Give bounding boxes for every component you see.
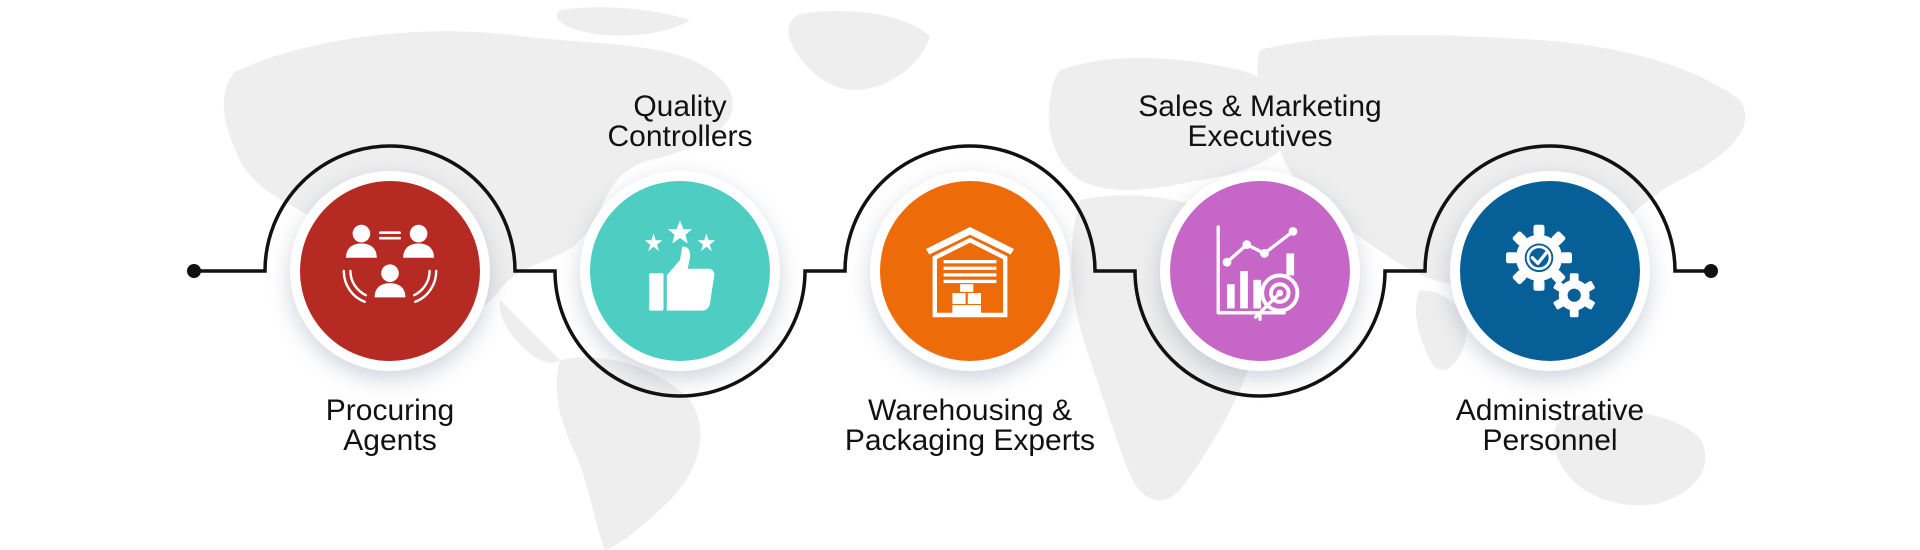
label-line: Executives: [1187, 120, 1333, 153]
stage-label-procuring-agents: Procuring Agents: [230, 396, 550, 456]
label-line: Packaging Experts: [844, 424, 1096, 457]
stage-label-sales-marketing: Sales & Marketing Executives: [1100, 92, 1420, 152]
stage-disc: [1460, 181, 1640, 361]
stage-disc: [300, 181, 480, 361]
stage-disc: [880, 181, 1060, 361]
gears-check-icon: [1506, 224, 1595, 318]
label-line: Warehousing &: [868, 394, 1072, 427]
stage-procuring-agents: [290, 171, 490, 371]
connector-path: [194, 144, 1711, 398]
stage-quality-controllers: [580, 171, 780, 371]
label-line: Quality: [633, 90, 727, 123]
label-line: Controllers: [607, 120, 753, 153]
label-line: Procuring: [325, 394, 455, 427]
warehouse-icon: [926, 227, 1014, 318]
team-collaboration-icon: [342, 224, 438, 304]
stage-label-administrative-personnel: Administrative Personnel: [1390, 396, 1710, 456]
thumbs-up-stars-icon: [644, 220, 716, 311]
label-line: Personnel: [1482, 424, 1618, 457]
end-dot: [1704, 264, 1718, 278]
stage-sales-marketing: [1160, 171, 1360, 371]
stage-warehousing-packaging: [870, 171, 1070, 371]
start-dot: [187, 264, 201, 278]
stage-disc: [590, 181, 770, 361]
stage-label-warehousing-packaging: Warehousing & Packaging Experts: [810, 396, 1130, 456]
stage-label-quality-controllers: Quality Controllers: [520, 92, 840, 152]
stage-administrative-personnel: [1450, 171, 1650, 371]
label-line: Administrative: [1455, 394, 1645, 427]
label-line: Sales & Marketing: [1138, 90, 1382, 123]
growth-chart-target-icon: [1216, 225, 1300, 322]
stage-disc: [1170, 181, 1350, 361]
label-line: Agents: [343, 424, 437, 457]
